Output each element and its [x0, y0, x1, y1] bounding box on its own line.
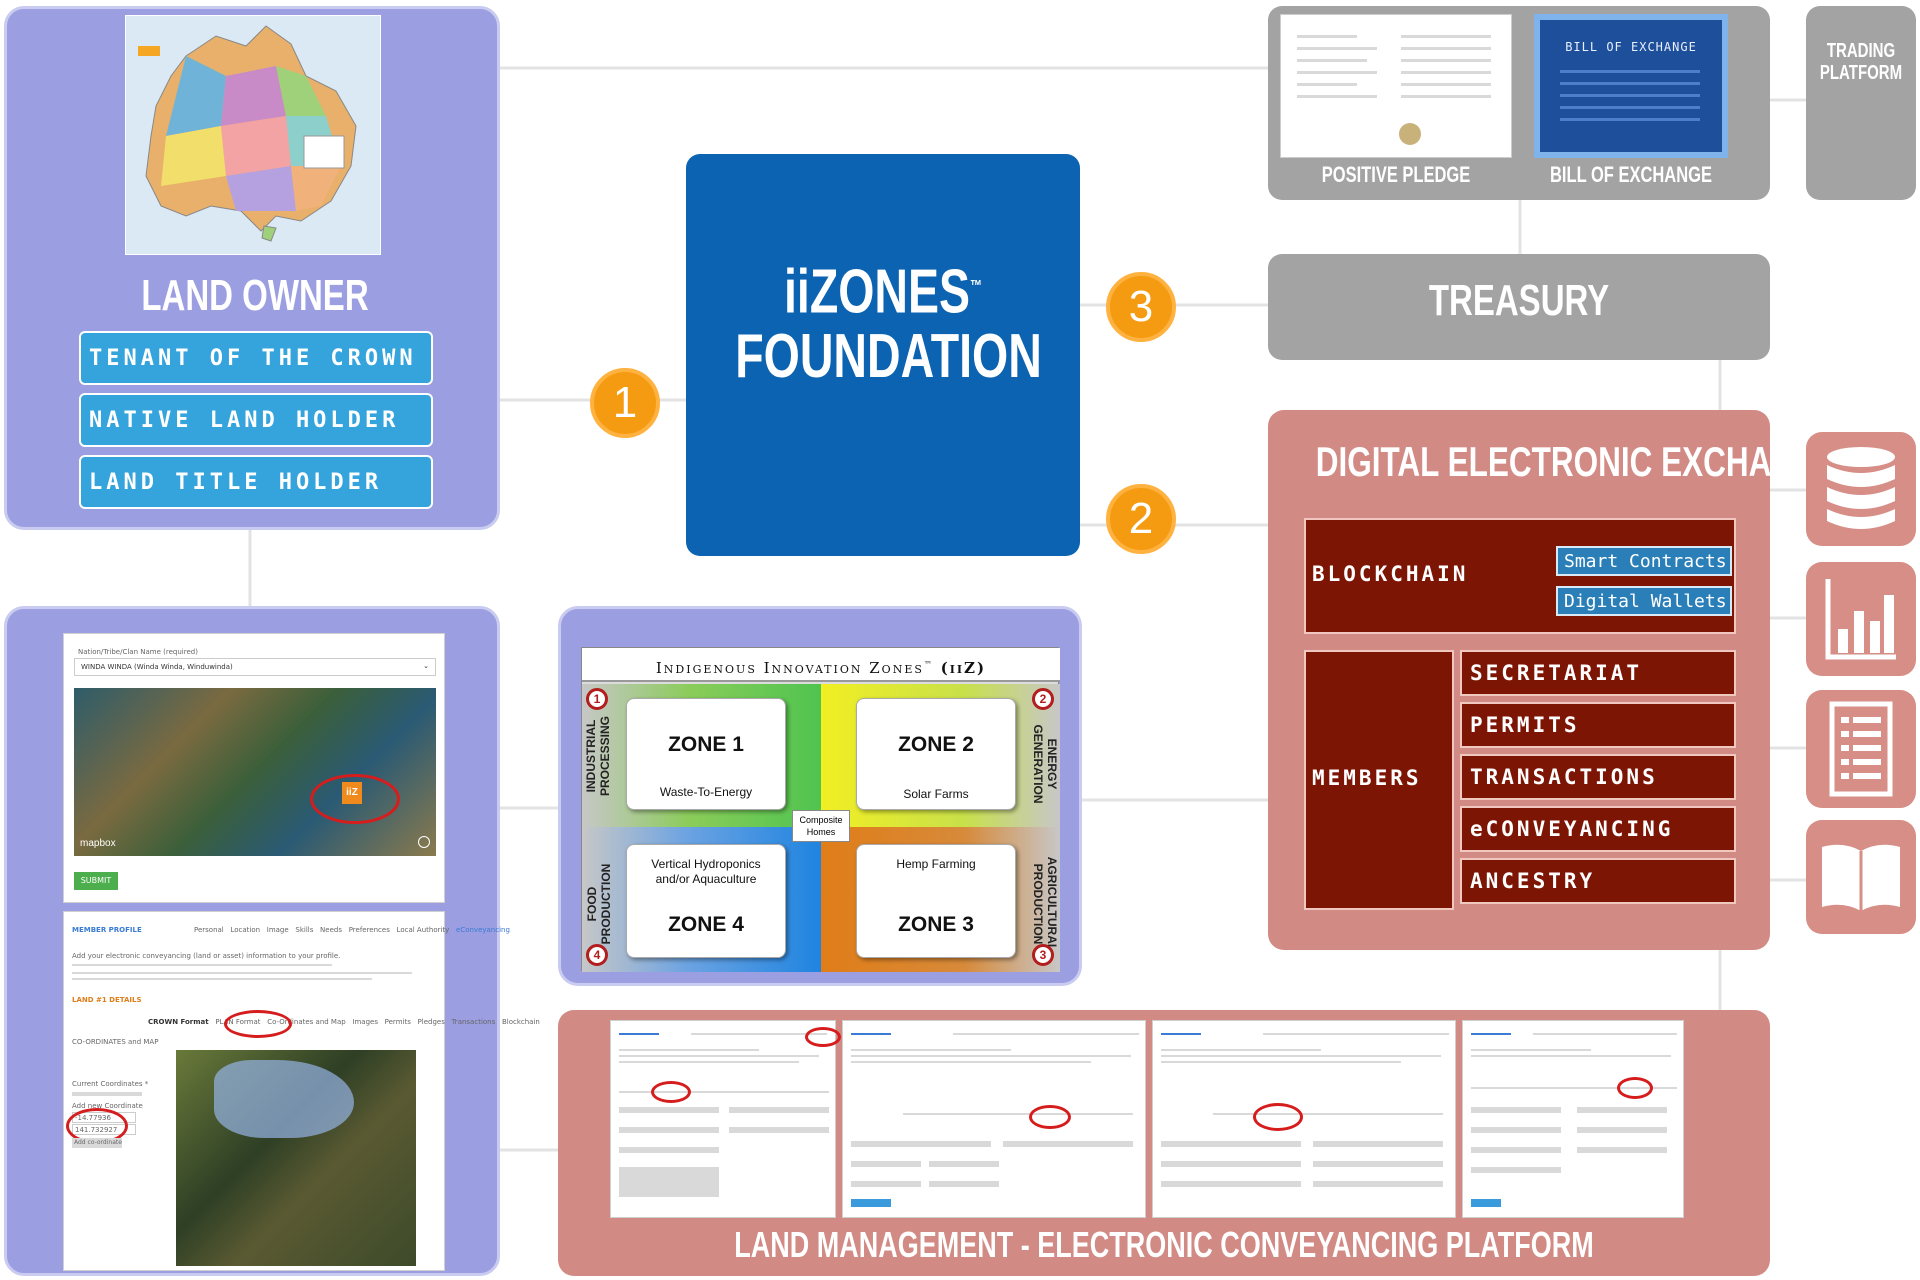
bill-of-exchange-label: BILL OF EXCHANGE	[1550, 162, 1712, 187]
econveyancing-button[interactable]: eCONVEYANCING	[1460, 806, 1736, 852]
member-profile-header: MEMBER PROFILE	[72, 926, 142, 934]
zone-3-name: ZONE 3	[898, 913, 974, 936]
zone-4-name: ZONE 4	[668, 913, 744, 936]
econveyancing-screen-1	[610, 1020, 841, 1218]
bar-chart-icon[interactable]	[1806, 562, 1916, 676]
trading-label-1: TRADING	[1826, 40, 1896, 62]
ancestry-button[interactable]: ANCESTRY	[1460, 858, 1736, 904]
zone-2-box[interactable]: ZONE 2 Solar Farms	[856, 698, 1016, 810]
zone-1-number: 1	[586, 688, 608, 710]
profile-subtabs: CROWN Format PLAN Format Co-Ordinates an…	[148, 1018, 540, 1026]
iiz-map-marker[interactable]: iiZ	[342, 782, 362, 804]
iiz-diagram: Indigenous Innovation Zones™ (iiZ) ZONE …	[581, 647, 1060, 972]
dex-panel: DIGITAL ELECTRONIC EXCHANGE (DEX) BLOCKC…	[1268, 410, 1920, 950]
iizones-foundation-box: iiZONES™ FOUNDATION	[686, 154, 1080, 556]
transactions-button[interactable]: TRANSACTIONS	[1460, 754, 1736, 800]
land-owner-title: LAND OWNER	[141, 271, 369, 320]
step-3-badge: 3	[1106, 272, 1176, 342]
zone-2-name: ZONE 2	[898, 733, 974, 756]
tenant-of-the-crown-button[interactable]: TENANT OF THE CROWN	[79, 331, 433, 385]
documents-panel: BILL OF EXCHANGE POSITIVE PLEDGE BILL OF…	[1268, 6, 1770, 200]
open-book-icon[interactable]	[1806, 820, 1916, 934]
zone-3-number: 3	[1032, 944, 1054, 966]
coordinates-label: CO-ORDINATES and MAP	[72, 1038, 159, 1046]
info-icon[interactable]	[418, 836, 430, 848]
zone-1-name: ZONE 1	[668, 733, 744, 756]
permits-button[interactable]: PERMITS	[1460, 702, 1736, 748]
zone-3-desc: Hemp Farming	[896, 857, 976, 871]
bill-inner-title: BILL OF EXCHANGE	[1565, 40, 1697, 54]
native-land-holder-button[interactable]: NATIVE LAND HOLDER	[79, 393, 433, 447]
land-management-title: LAND MANAGEMENT - ELECTRONIC CONVEYANCIN…	[734, 1224, 1594, 1265]
zone-2-desc: Solar Farms	[903, 787, 969, 801]
land-management-panel: LAND MANAGEMENT - ELECTRONIC CONVEYANCIN…	[558, 1010, 1770, 1276]
profile-screen: MEMBER PROFILE Personal Location Image S…	[63, 911, 540, 1271]
step-2-badge: 2	[1106, 484, 1176, 554]
member-screens-panel: Nation/Tribe/Clan Name (required) WINDA …	[4, 606, 540, 1276]
add-coordinate-button[interactable]: Add co-ordinate	[72, 1138, 122, 1148]
mapbox-logo: mapbox	[80, 838, 116, 849]
members-label: MEMBERS	[1312, 766, 1422, 790]
chevron-down-icon: ⌄	[423, 662, 429, 670]
foundation-tm: ™	[970, 278, 983, 295]
land-owner-panel: LAND OWNER TENANT OF THE CROWN NATIVE LA…	[4, 6, 500, 530]
composite-homes-label: Composite Homes	[792, 810, 850, 842]
iiz-title: Indigenous Innovation Zones™ (iiZ)	[582, 648, 1060, 682]
zone-1-desc: Waste-To-Energy	[659, 785, 753, 799]
map-screen: Nation/Tribe/Clan Name (required) WINDA …	[63, 633, 445, 903]
foundation-name: iiZONES	[783, 257, 971, 327]
zone-4-box[interactable]: Vertical Hydroponics and/or Aquaculture …	[626, 844, 786, 958]
zone-3-box[interactable]: Hemp Farming ZONE 3	[856, 844, 1016, 958]
iiz-panel: Indigenous Innovation Zones™ (iiZ) ZONE …	[558, 606, 1082, 986]
database-icon[interactable]	[1806, 432, 1916, 546]
zone-1-box[interactable]: ZONE 1 Waste-To-Energy	[626, 698, 786, 810]
positive-pledge-label: POSITIVE PLEDGE	[1321, 162, 1471, 187]
members-box: MEMBERS	[1304, 650, 1454, 910]
document-list-icon[interactable]	[1806, 690, 1916, 808]
treasury-title: TREASURY	[1428, 276, 1610, 325]
step-1-badge: 1	[590, 368, 660, 438]
zone-2-number: 2	[1032, 688, 1054, 710]
econveyancing-screen-2	[842, 1020, 1146, 1218]
satellite-map[interactable]: iiZ mapbox	[74, 688, 436, 856]
dex-title: DIGITAL ELECTRONIC EXCHANGE (DEX)	[1315, 438, 1920, 485]
trading-label-2: PLATFORM	[1819, 62, 1903, 84]
add-coordinate-label: Add new Coordinate	[72, 1102, 143, 1110]
zone-4-number: 4	[586, 944, 608, 966]
blockchain-box: BLOCKCHAIN Smart Contracts Digital Walle…	[1304, 518, 1736, 634]
profile-tabs: Personal Location Image Skills Needs Pre…	[194, 926, 510, 934]
submit-button[interactable]: SUBMIT	[74, 872, 118, 890]
industrial-processing-label: INDUSTRIAL PROCESSING	[584, 716, 612, 797]
food-production-label: FOOD PRODUCTION	[585, 863, 613, 945]
digital-wallets-button[interactable]: Digital Wallets	[1556, 586, 1732, 616]
energy-generation-label: ENERGY GENERATION	[1031, 724, 1059, 804]
nation-field-label: Nation/Tribe/Clan Name (required)	[78, 648, 198, 656]
profile-intro: Add your electronic conveyancing (land o…	[72, 952, 341, 960]
treasury-panel[interactable]: TREASURY	[1268, 254, 1770, 360]
australia-map	[125, 15, 381, 255]
land-title-holder-button[interactable]: LAND TITLE HOLDER	[79, 455, 433, 509]
nation-select[interactable]: WINDA WINDA (Winda Winda, Winduwinda) ⌄	[74, 658, 436, 676]
land-details-heading: LAND #1 DETAILS	[72, 996, 142, 1004]
trading-platform-panel[interactable]: TRADING PLATFORM	[1806, 6, 1916, 200]
bill-of-exchange-document: BILL OF EXCHANGE	[1534, 14, 1728, 158]
positive-pledge-document	[1280, 14, 1512, 158]
foundation-subtitle: FOUNDATION	[735, 322, 1042, 391]
current-coordinates-label: Current Coordinates *	[72, 1080, 149, 1088]
blockchain-label: BLOCKCHAIN	[1312, 562, 1469, 586]
zone-4-desc: Vertical Hydroponics and/or Aquaculture	[651, 857, 761, 886]
coordinate-map[interactable]	[176, 1050, 416, 1266]
smart-contracts-button[interactable]: Smart Contracts	[1556, 546, 1732, 576]
secretariat-button[interactable]: SECRETARIAT	[1460, 650, 1736, 696]
econveyancing-screen-3	[1152, 1020, 1456, 1218]
econveyancing-screen-4	[1462, 1020, 1684, 1218]
